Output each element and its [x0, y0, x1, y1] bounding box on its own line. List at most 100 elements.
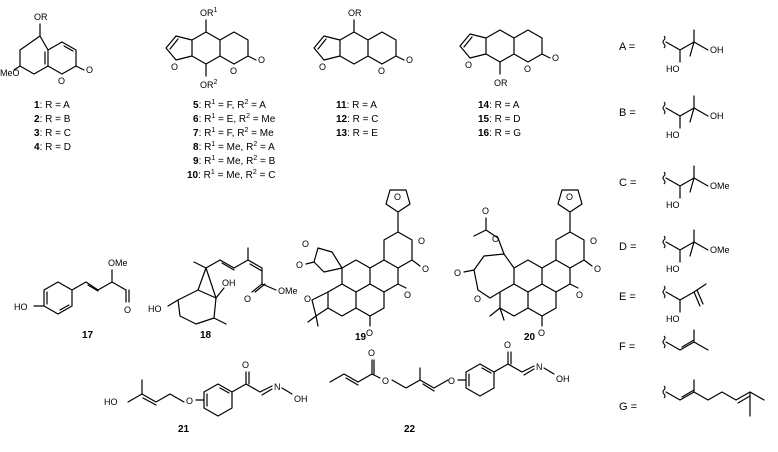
- c18-o: O: [244, 294, 251, 304]
- c5-top-substituent: OR1: [200, 7, 218, 18]
- compound-label-9: 9: R1 = Me, R2 = B: [193, 155, 276, 167]
- c11-ring-o: O: [378, 66, 385, 76]
- c14-furan-o: O: [465, 60, 472, 70]
- c1-methoxy-label: MeO: [0, 68, 20, 78]
- compound-19-structure: O O O O O O O O 19: [296, 189, 429, 343]
- c14-substituent-label: OR: [494, 78, 508, 88]
- compound-label-12: 12: R = C: [336, 114, 379, 125]
- c5-ring-o: O: [230, 66, 237, 76]
- c21-n: N: [274, 382, 281, 392]
- c11-furan-o: O: [319, 62, 326, 72]
- c20-lactone-o: O: [590, 236, 597, 246]
- c19-ring-o: O: [418, 236, 425, 246]
- compound-label-19: 19: [355, 332, 367, 343]
- c21-ether-o: O: [186, 396, 193, 406]
- c22-ester-o: O: [382, 376, 389, 386]
- c1-substituent-label: OR: [34, 12, 48, 22]
- c20-ketone-o: O: [538, 328, 545, 338]
- side-chain-d-ho: HO: [666, 264, 680, 274]
- side-chain-c-ho: HO: [666, 200, 680, 210]
- compound-label-2: 2: R = B: [34, 114, 71, 125]
- c18-oh: OH: [222, 278, 236, 288]
- compound-11-13-structure: OR O O O: [313, 8, 413, 76]
- c21-oh: OH: [294, 394, 308, 404]
- c19-lactone-o2: O: [296, 260, 303, 270]
- compound-label-7: 7: R1 = F, R2 = Me: [193, 127, 274, 139]
- side-chain-a-ho: HO: [666, 64, 680, 74]
- c21-ho: HO: [104, 397, 118, 407]
- compound-1-4-structure: OR MeO O O: [0, 12, 93, 86]
- c20-acetate-carbonyl-o: O: [482, 206, 489, 216]
- c20-carbonyl-o: O: [594, 264, 601, 274]
- side-chain-d: D = HO OMe: [619, 229, 730, 274]
- c22-ether-o: O: [448, 376, 455, 386]
- compound-label-3: 3: R = C: [34, 128, 71, 139]
- compound-label-18: 18: [200, 330, 212, 341]
- compound-1-4-labels: 1: R = A 2: R = B 3: R = C 4: R = D: [34, 100, 71, 153]
- compound-label-17: 17: [82, 330, 94, 341]
- c19-carbonyl-o: O: [422, 264, 429, 274]
- c1-ring-o: O: [58, 76, 65, 86]
- side-chain-a-oh: OH: [710, 45, 724, 55]
- c22-ester-carbonyl-o: O: [368, 348, 375, 358]
- side-chain-e-ho: HO: [666, 314, 680, 324]
- compound-label-4: 4: R = D: [34, 142, 71, 153]
- c20-lactone-carbonyl-o: O: [454, 268, 461, 278]
- c20-furan-o: O: [566, 192, 573, 202]
- compound-21-structure: HO O O N OH 21: [104, 360, 308, 435]
- c22-n: N: [536, 362, 543, 372]
- c5-carbonyl-o: O: [258, 55, 265, 65]
- side-chain-e-equals: E =: [619, 291, 636, 303]
- compound-label-8: 8: R1 = Me, R2 = A: [193, 141, 275, 153]
- side-chain-b-ho: HO: [666, 130, 680, 140]
- c17-o: O: [124, 305, 131, 315]
- compound-11-13-labels: 11: R = A 12: R = C 13: R = E: [336, 100, 379, 139]
- side-chain-a-equals: A =: [619, 41, 635, 53]
- compound-label-20: 20: [524, 332, 536, 343]
- c19-ether-o: O: [304, 294, 311, 304]
- side-chain-c-equals: C =: [619, 177, 636, 189]
- side-chain-c-ome: OMe: [710, 181, 730, 191]
- c11-carbonyl-o: O: [406, 55, 413, 65]
- side-chain-b-equals: B =: [619, 107, 636, 119]
- compound-label-10: 10: R1 = Me, R2 = C: [187, 169, 275, 181]
- side-chain-b-oh: OH: [710, 111, 724, 121]
- side-chain-g-equals: G =: [619, 401, 637, 413]
- compound-label-15: 15: R = D: [478, 114, 521, 125]
- c1-carbonyl-o: O: [86, 65, 93, 75]
- compound-label-13: 13: R = E: [336, 128, 378, 139]
- compound-5-10-labels: 5: R1 = F, R2 = A 6: R1 = E, R2 = Me 7: …: [187, 99, 276, 181]
- c5-bottom-substituent: OR2: [200, 79, 218, 90]
- side-chain-f: F =: [619, 329, 709, 353]
- compound-5-10-structure: OR1 OR2 O O O: [165, 7, 265, 90]
- compound-20-structure: O O O O O O O O O 20: [454, 189, 601, 343]
- compound-label-1: 1: R = A: [34, 100, 70, 111]
- c19-furan-o: O: [394, 192, 401, 202]
- compound-14-16-labels: 14: R = A 15: R = D 16: R = G: [478, 100, 521, 139]
- compound-label-22: 22: [404, 424, 416, 435]
- compound-label-16: 16: R = G: [478, 128, 521, 139]
- side-chain-b: B = HO OH: [619, 95, 724, 140]
- compound-14-16-structure: OR O O O: [459, 29, 559, 88]
- compound-17-structure: HO OMe O 17: [14, 258, 131, 341]
- side-chain-f-equals: F =: [619, 341, 635, 353]
- side-chain-d-equals: D =: [619, 241, 636, 253]
- c18-ho: HO: [148, 304, 162, 314]
- compound-label-21: 21: [178, 424, 190, 435]
- c20-epoxide-o: O: [576, 290, 583, 300]
- c14-carbonyl-o: O: [552, 53, 559, 63]
- side-chain-d-ome: OMe: [710, 245, 730, 255]
- compound-label-6: 6: R1 = E, R2 = Me: [193, 113, 276, 125]
- side-chain-a: A = HO OH: [619, 29, 724, 74]
- side-chain-c: C = HO OMe: [619, 165, 730, 210]
- c11-substituent-label: OR: [348, 8, 362, 18]
- c21-carbonyl-o: O: [242, 360, 249, 370]
- compound-label-14: 14: R = A: [478, 100, 520, 111]
- c20-ring-o: O: [474, 294, 481, 304]
- c17-ome: OMe: [108, 258, 128, 268]
- c20-acetate-o: O: [492, 234, 499, 244]
- compound-label-5: 5: R1 = F, R2 = A: [193, 99, 266, 111]
- c19-epoxide-o: O: [404, 290, 411, 300]
- c17-ho: HO: [14, 302, 28, 312]
